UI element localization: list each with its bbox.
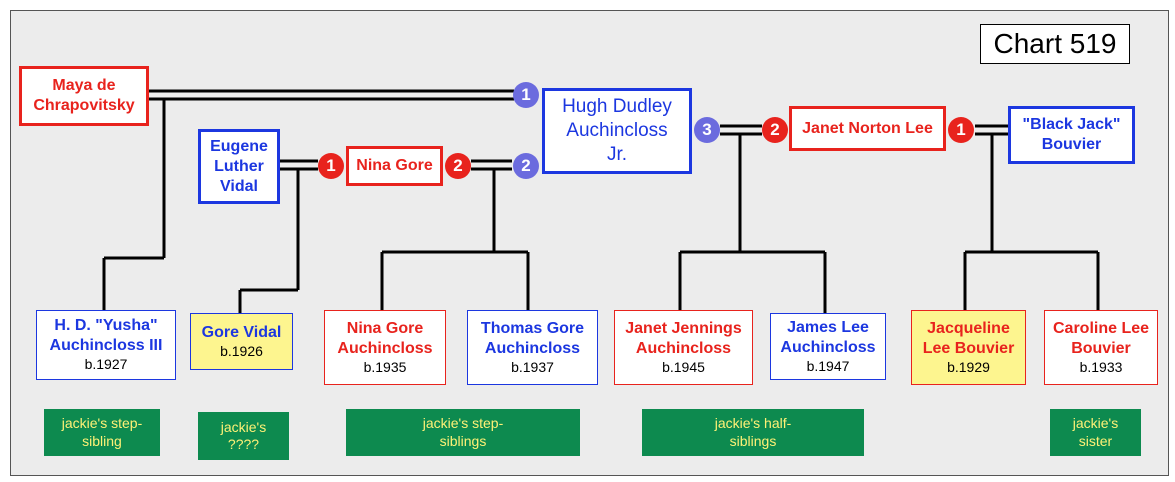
- person-name: Thomas Gore Auchincloss: [480, 319, 585, 357]
- relation-tag-half-siblings: jackie's half-siblings: [642, 409, 864, 456]
- birth-year: b.1933: [1079, 358, 1123, 375]
- person-name: "Black Jack" Bouvier: [1022, 116, 1121, 153]
- birth-year: b.1945: [662, 358, 705, 375]
- marriage-number-badge: 2: [762, 117, 788, 143]
- person-name: Jacqueline Lee Bouvier: [922, 319, 1015, 357]
- person-name: Nina Gore Auchincloss: [337, 319, 433, 357]
- person-james-lee-auchincloss: James Lee Auchincloss b.1947: [770, 313, 886, 380]
- relation-tag-step-sibling: jackie's step-sibling: [44, 409, 160, 456]
- birth-year: b.1937: [511, 358, 554, 375]
- marriage-number-badge: 1: [948, 117, 974, 143]
- relation-tag-sister: jackie's sister: [1050, 409, 1141, 456]
- marriage-number-badge: 1: [318, 153, 344, 179]
- birth-year: b.1935: [363, 358, 407, 375]
- birth-year: b.1926: [220, 342, 263, 359]
- person-name: James Lee Auchincloss: [780, 318, 876, 356]
- person-maya-de-chrapovitsky: Maya de Chrapovitsky: [19, 66, 149, 126]
- person-janet-norton-lee: Janet Norton Lee: [789, 106, 946, 151]
- person-thomas-gore-auchincloss: Thomas Gore Auchincloss b.1937: [467, 310, 598, 385]
- person-name: Caroline Lee Bouvier: [1052, 319, 1150, 357]
- person-nina-gore: Nina Gore: [346, 146, 443, 186]
- person-name: Gore Vidal: [201, 323, 282, 341]
- person-name: Janet Jennings Auchincloss: [625, 319, 742, 357]
- marriage-number-badge: 3: [694, 117, 720, 143]
- birth-year: b.1927: [84, 356, 128, 373]
- person-yusha-auchincloss: H. D. "Yusha" Auchincloss III b.1927: [36, 310, 176, 380]
- person-name: Hugh Dudley Auchincloss Jr.: [562, 96, 672, 165]
- person-name: H. D. "Yusha" Auchincloss III: [49, 317, 163, 355]
- marriage-number-badge: 2: [445, 153, 471, 179]
- marriage-number-badge: 1: [513, 82, 539, 108]
- birth-year: b.1947: [806, 357, 850, 374]
- person-nina-gore-auchincloss: Nina Gore Auchincloss b.1935: [324, 310, 446, 385]
- person-gore-vidal: Gore Vidal b.1926: [190, 313, 293, 370]
- person-hugh-dudley-auchincloss-jr: Hugh Dudley Auchincloss Jr.: [542, 88, 692, 174]
- chart-title: Chart 519: [980, 24, 1130, 64]
- person-janet-jennings-auchincloss: Janet Jennings Auchincloss b.1945: [614, 310, 753, 385]
- person-eugene-luther-vidal: Eugene Luther Vidal: [198, 129, 280, 204]
- relation-tag-unknown: jackie's ????: [198, 412, 289, 460]
- person-name: Janet Norton Lee: [802, 119, 933, 137]
- person-jacqueline-lee-bouvier: Jacqueline Lee Bouvier b.1929: [911, 310, 1026, 385]
- birth-year: b.1929: [947, 358, 990, 375]
- relation-tag-step-siblings: jackie's step-siblings: [346, 409, 580, 456]
- person-black-jack-bouvier: "Black Jack" Bouvier: [1008, 106, 1135, 164]
- person-name: Eugene Luther Vidal: [210, 137, 268, 195]
- marriage-number-badge: 2: [513, 153, 539, 179]
- person-name: Nina Gore: [356, 157, 433, 174]
- chart-canvas: [10, 10, 1169, 476]
- person-caroline-lee-bouvier: Caroline Lee Bouvier b.1933: [1044, 310, 1158, 385]
- person-name: Maya de Chrapovitsky: [33, 77, 135, 114]
